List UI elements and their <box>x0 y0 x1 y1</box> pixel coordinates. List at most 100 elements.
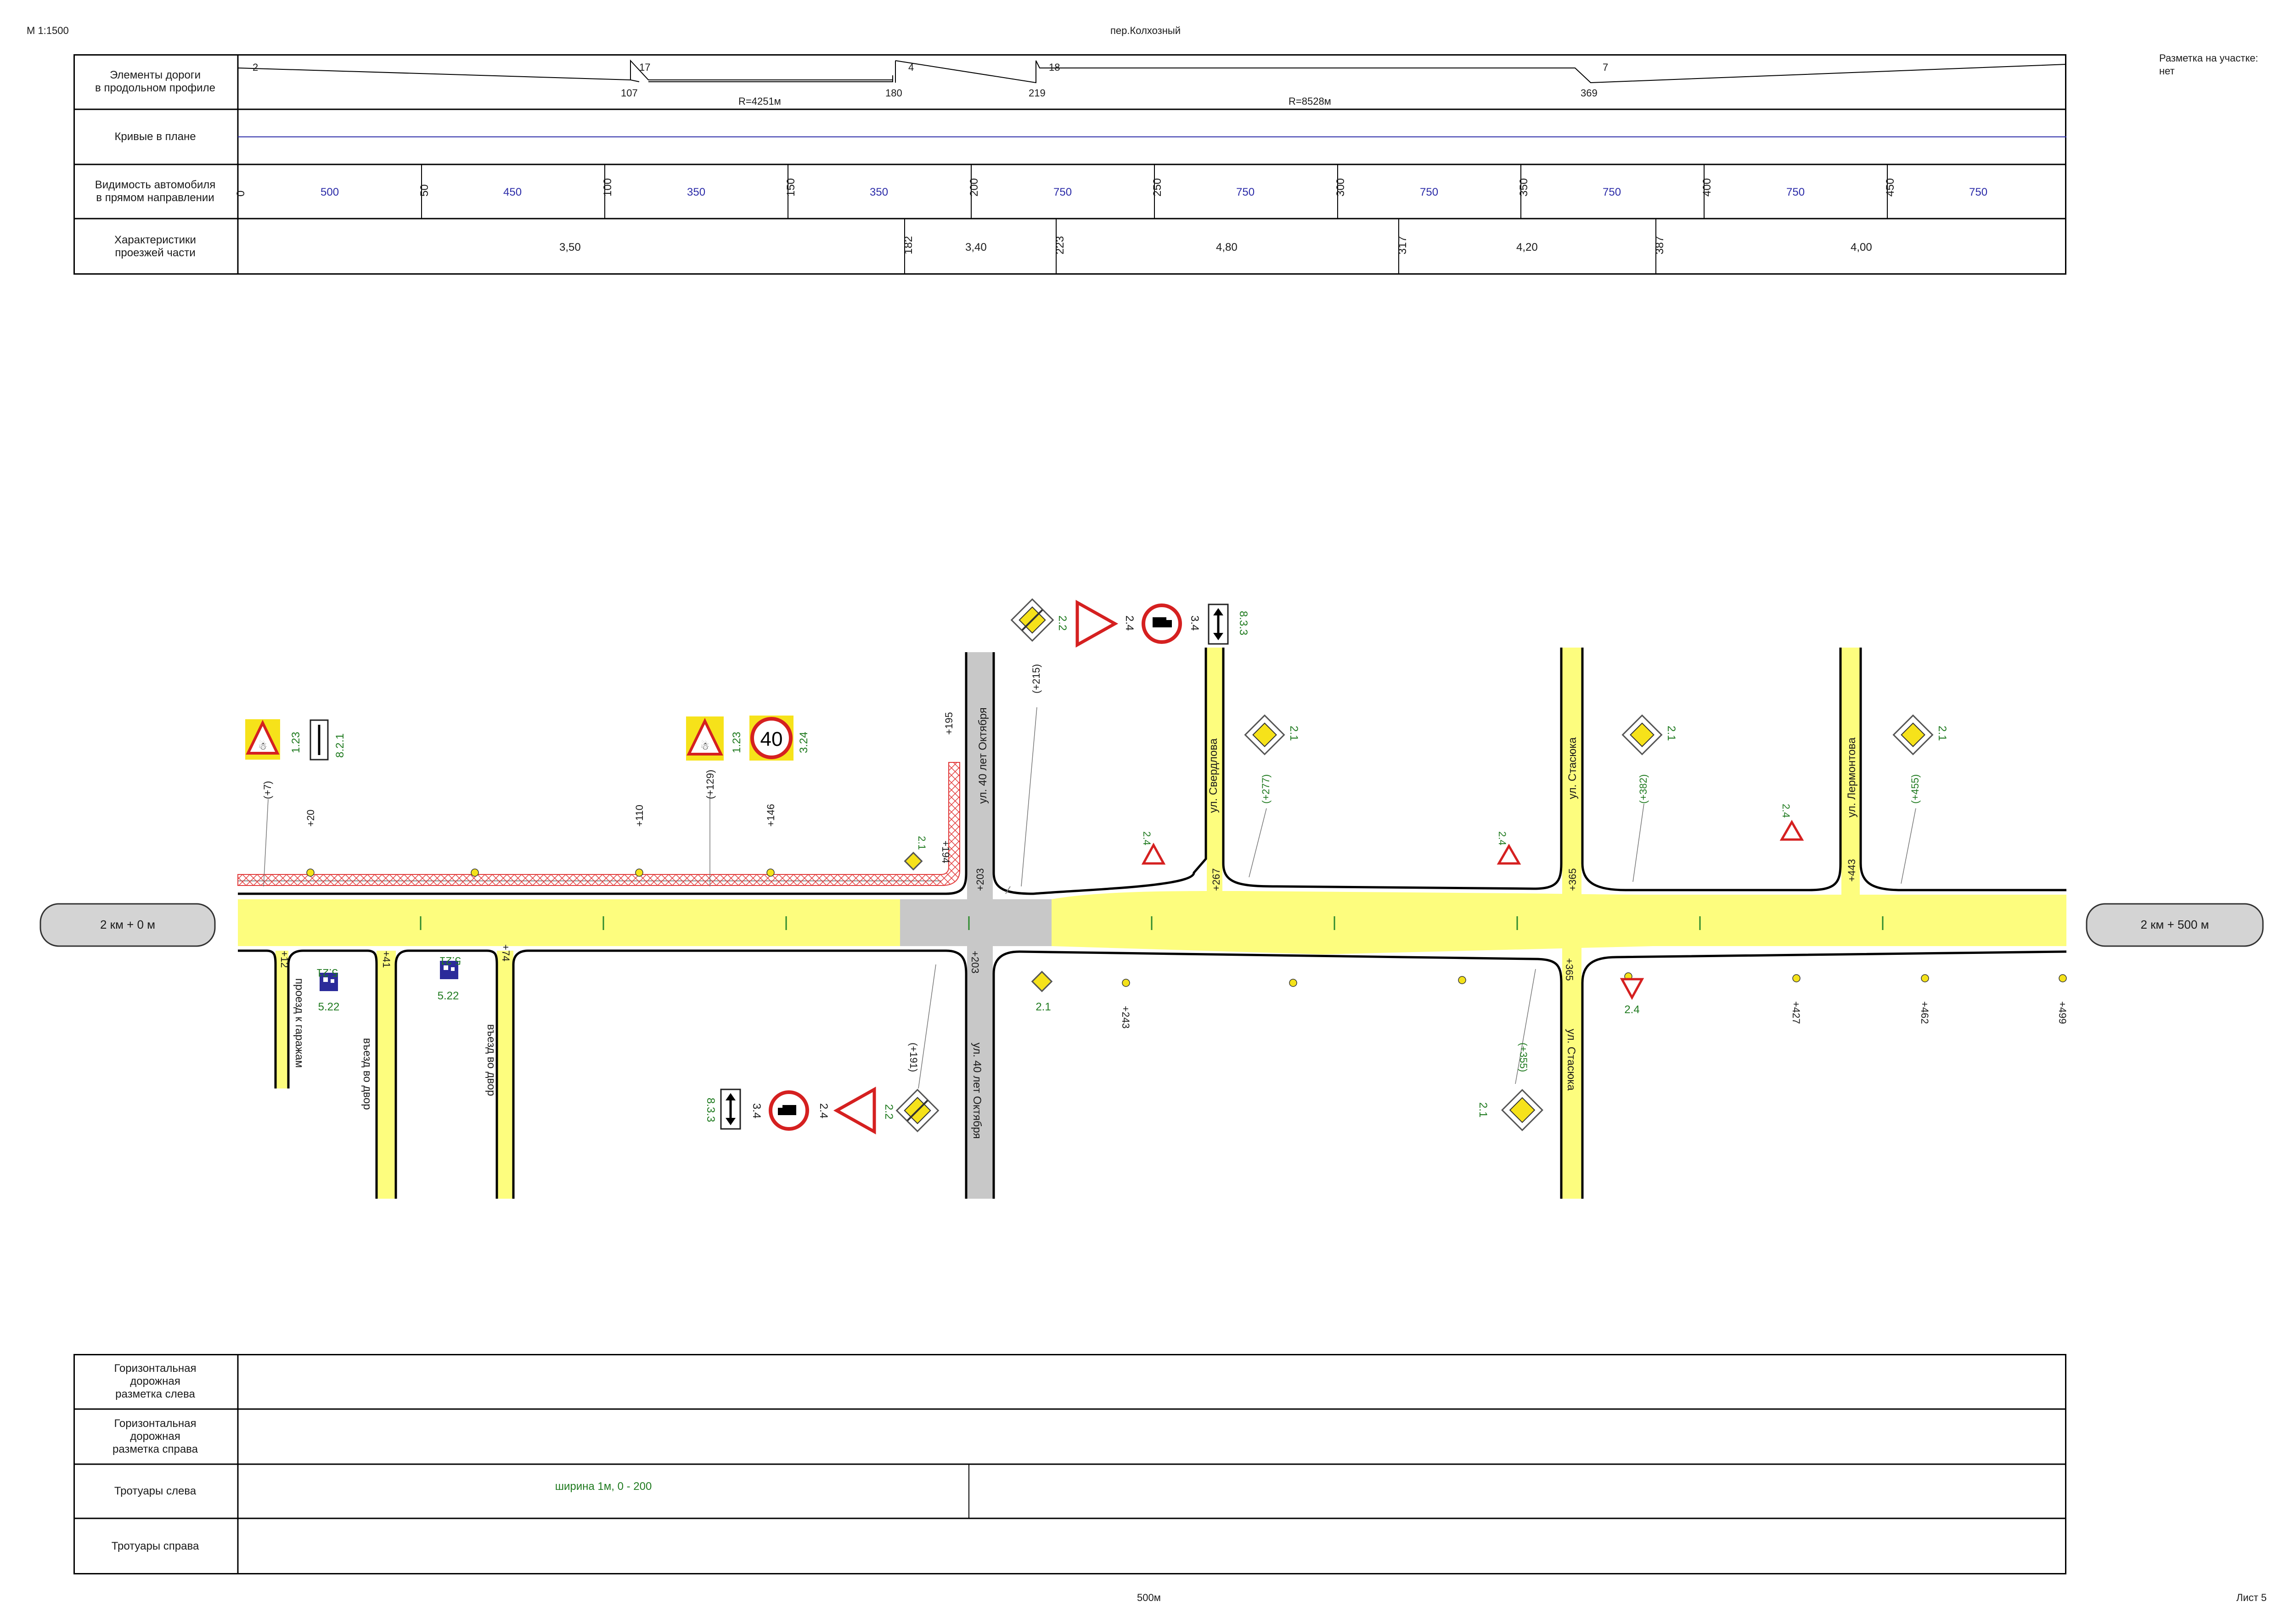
profile-seg-2: 4 <box>908 62 914 73</box>
vis-tick-3: 150 <box>785 178 797 197</box>
vis-tick-7: 350 <box>1518 178 1530 197</box>
side-road-yard-1 <box>377 951 396 1199</box>
road-width-0: 3,50 <box>559 241 581 254</box>
sign-pos-6: (+191) <box>908 1043 919 1072</box>
footer-length: 500м <box>1137 1592 1161 1603</box>
sign-children-icon: ☃ <box>686 716 724 761</box>
side-road-name-1: въезд во двор <box>361 1038 373 1110</box>
vis-value-7: 750 <box>1603 186 1621 198</box>
km-end-label: 2 км + 500 м <box>2140 918 2209 931</box>
street-name-5: ул. Стасюка <box>1565 1029 1577 1091</box>
no-trucks-sign-icon <box>769 1090 809 1131</box>
sign-code-11: 2.1 <box>1665 726 1677 741</box>
give-way-sign-icon <box>1779 820 1804 841</box>
speed-limit-sign: 40 <box>749 716 793 761</box>
no-trucks-sign-icon <box>1142 603 1182 644</box>
main-road-intersection <box>900 899 1052 946</box>
row-label-curves: Кривые в плане <box>114 130 196 143</box>
vis-tick-8: 400 <box>1701 178 1713 197</box>
vis-value-8: 750 <box>1786 186 1805 198</box>
sign-code-3: 3.24 <box>798 732 810 753</box>
svg-text:☃: ☃ <box>700 740 709 752</box>
picket-bottom-5: +365 <box>1564 958 1575 981</box>
side-road-yard-2 <box>497 951 513 1199</box>
sidewalk-left-hatch <box>237 762 960 886</box>
svg-text:☃: ☃ <box>258 740 267 752</box>
vis-tick-1: 50 <box>418 184 431 197</box>
sign-pos-4: (+382) <box>1638 774 1649 804</box>
vis-value-2: 350 <box>687 186 705 198</box>
main-road-sign-icon <box>1244 714 1285 756</box>
km-start-marker <box>39 903 216 947</box>
row-label-sidewalk-right: Тротуары справа <box>111 1540 199 1552</box>
vis-value-3: 350 <box>870 186 888 198</box>
street-name-2: ул. Стасюка <box>1566 737 1579 799</box>
direction-plate-icon <box>720 1088 741 1130</box>
street-name-0: ул. 40 лет Октября <box>977 707 989 804</box>
picket-top-6: +267 <box>1210 868 1222 891</box>
picket-top-8: +443 <box>1846 859 1857 882</box>
picket-bottom-1: +41 <box>381 951 392 968</box>
sidewalk-left-note: ширина 1м, 0 - 200 <box>555 1480 652 1493</box>
profile-radius-1: R=8528м <box>1289 96 1331 107</box>
sign-code-22: 2.4 <box>817 1103 830 1118</box>
sign-code-20: 8.3.3 <box>704 1098 717 1122</box>
profile-seg-4: 7 <box>1603 62 1608 73</box>
speed-limit-value: 40 <box>760 728 783 750</box>
profile-radius-0: R=4251м <box>738 96 781 107</box>
vis-tick-9: 450 <box>1884 178 1896 197</box>
side-road-name-2: въезд во двор <box>485 1024 497 1096</box>
give-way-sign-icon <box>1497 844 1521 865</box>
road-break-1: 223 <box>1054 236 1066 254</box>
main-road-sign-icon <box>1501 1089 1543 1131</box>
main-road-sign-icon <box>1031 970 1053 992</box>
vis-tick-0: 0 <box>235 191 247 197</box>
sign-code-21: 3.4 <box>750 1103 763 1118</box>
picket-bottom-8: +499 <box>2057 1001 2068 1024</box>
vis-value-9: 750 <box>1969 186 1987 198</box>
sign-code-14: 2.4 <box>1780 804 1792 818</box>
top-table-grid: 2 17 4 18 7 107 180 219 369 R=4251м R=85… <box>73 54 2067 275</box>
bottom-table: ширина 1м, 0 - 200 <box>73 1354 2066 1574</box>
street-name-1: ул. Свердлова <box>1207 738 1220 813</box>
picket-bottom-7: +462 <box>1919 1001 1930 1024</box>
street-name-3: ул. Лермонтова <box>1846 737 1858 818</box>
profile-seg-0: 2 <box>253 62 258 73</box>
main-road-sign-icon <box>1892 714 1934 756</box>
sign-code-18: 5.22 <box>438 990 459 1002</box>
street-sverdlova <box>1207 648 1222 896</box>
sign-code-15: 5.21 <box>316 966 338 979</box>
road-break-0: 182 <box>902 236 915 254</box>
picket-top-1: +110 <box>634 805 645 827</box>
side-road-garages <box>276 951 288 1088</box>
vis-tick-6: 300 <box>1334 178 1347 197</box>
side-road-name-0: проезд к гаражам <box>293 978 305 1068</box>
picket-bottom-3: +203 <box>969 951 981 974</box>
main-road-west <box>238 899 900 946</box>
sign-pos-2: (+215) <box>1030 664 1042 694</box>
vis-value-5: 750 <box>1236 186 1255 198</box>
picket-top-2: +146 <box>765 804 777 827</box>
picket-bottom-0: +12 <box>279 951 290 968</box>
picket-top-0: +20 <box>305 810 316 827</box>
sign-children-icon: ☃ <box>245 719 280 760</box>
sign-pos-3: (+277) <box>1260 774 1272 804</box>
direction-plate-icon <box>1208 603 1229 645</box>
residential-zone-sign-icon <box>320 973 338 991</box>
sign-code-4: 2.1 <box>916 836 928 850</box>
vis-tick-4: 200 <box>968 178 980 197</box>
give-way-sign-icon <box>1141 842 1166 865</box>
sign-code-24: 2.1 <box>1477 1102 1489 1117</box>
road-break-3: 387 <box>1654 236 1666 254</box>
row-label-sidewalk-left: Тротуары слева <box>114 1485 197 1497</box>
profile-line-a <box>237 59 893 81</box>
sign-code-9: 2.1 <box>1288 726 1300 741</box>
sign-code-17: 5.21 <box>439 954 461 967</box>
road-width-4: 4,00 <box>1851 241 1872 254</box>
sign-code-13: 2.1 <box>1936 726 1948 741</box>
sign-pos-5: (+455) <box>1909 774 1921 804</box>
end-main-road-sign-icon <box>895 1088 940 1133</box>
